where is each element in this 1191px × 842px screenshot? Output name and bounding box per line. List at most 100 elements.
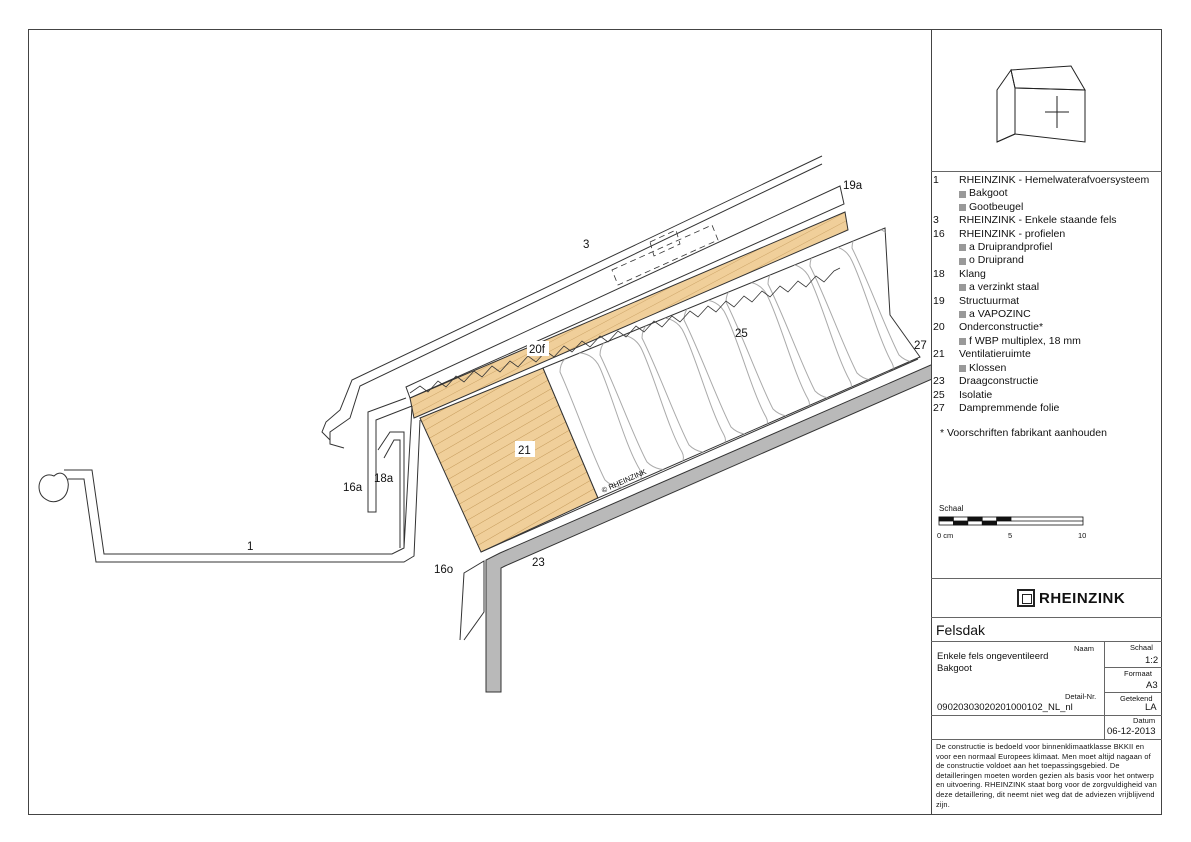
legend-subitem: f WBP multiplex, 18 mm <box>933 335 1161 348</box>
divider <box>931 715 1162 716</box>
title: Felsdak <box>936 622 986 638</box>
bullet-square-icon <box>959 190 966 198</box>
legend-subitem: a Druiprandprofiel <box>933 241 1161 254</box>
concrete-support-structure <box>485 364 931 693</box>
legend-text: Structuurmat <box>959 294 1020 307</box>
legend-subitem-text: f WBP multiplex, 18 mm <box>969 334 1081 347</box>
rheinzink-logo: RHEINZINK <box>1017 589 1125 607</box>
legend-text: RHEINZINK - Enkele staande fels <box>959 214 1117 227</box>
legend-text: Isolatie <box>959 388 993 401</box>
schaal-label: Schaal <box>1130 643 1153 652</box>
formaat-label: Formaat <box>1124 669 1152 678</box>
legend-item: 19 Structuurmat <box>933 295 1161 308</box>
divider <box>931 578 1162 579</box>
naam-label: Naam <box>1074 644 1095 653</box>
label-23: 23 <box>532 557 545 569</box>
legend-text: Dampremmende folie <box>959 401 1060 414</box>
divider <box>1104 667 1162 668</box>
divider <box>1104 692 1162 693</box>
logo-text: RHEINZINK <box>1039 589 1126 607</box>
legend-text: RHEINZINK - profielen <box>959 227 1066 240</box>
legend-number: 3 <box>933 214 939 227</box>
bullet-square-icon <box>959 284 966 292</box>
legend-subitem-text: a VAPOZINC <box>969 308 1031 321</box>
drawing-sheet-frame <box>28 29 1162 815</box>
datum-value: 06-12-2013 <box>1107 726 1156 737</box>
legend-subitem: a verzinkt staal <box>933 281 1161 294</box>
damp-barrier-foil <box>480 358 919 553</box>
drip-edge-profile-16a <box>367 397 413 548</box>
formaat-value: A3 <box>1146 680 1158 691</box>
disclaimer-text: De constructie is bedoeld voor binnenkli… <box>936 742 1157 809</box>
legend-number: 18 <box>933 267 945 280</box>
logo-mark-icon <box>1017 589 1035 607</box>
label-16o: 16o <box>434 564 453 576</box>
drawing-labels: 1 3 16a 18a 16o 19a 23 25 27 <box>247 180 927 576</box>
label-16a: 16a <box>343 482 363 494</box>
scale-tick-0: 0 cm <box>937 531 954 540</box>
legend-number: 27 <box>933 401 945 414</box>
legend-number: 1 <box>933 174 939 186</box>
name-line-1: Enkele fels ongeventileerd <box>937 651 1049 662</box>
drip-edge-16o <box>459 560 485 641</box>
zinc-standing-seam-3 <box>321 155 823 449</box>
scale-tick-10: 10 <box>1078 531 1087 540</box>
bullet-square-icon <box>959 204 966 212</box>
label-18a: 18a <box>374 473 394 485</box>
sheathing-board-20f <box>409 211 849 419</box>
legend-item: 16 RHEINZINK - profielen <box>933 228 1161 241</box>
bullet-square-icon <box>959 338 966 346</box>
legend-number: 16 <box>933 227 945 240</box>
datum-label: Datum <box>1133 716 1156 725</box>
scale-bar-label: Schaal <box>939 504 964 513</box>
label-3: 3 <box>583 239 589 251</box>
legend-text: Onderconstructie* <box>959 321 1044 334</box>
legend-subitem-text: a verzinkt staal <box>969 281 1040 294</box>
legend-subitem: Klossen <box>933 362 1161 375</box>
scale-bar <box>938 516 1084 526</box>
legend-subitem-text: Bakgoot <box>969 187 1008 200</box>
getekend-value: LA <box>1145 702 1157 713</box>
legend-text: Ventilatieruimte <box>959 348 1031 361</box>
bullet-square-icon <box>959 311 966 319</box>
legend-number: 19 <box>933 294 945 307</box>
divider <box>931 617 1162 618</box>
legend-subitem: a VAPOZINC <box>933 308 1161 321</box>
legend-number: 25 <box>933 388 945 401</box>
legend-text: RHEINZINK - Hemelwaterafvoersysteem <box>959 174 1150 186</box>
legend-text: Klang <box>959 267 986 280</box>
legend-subitem-text: a Druiprandprofiel <box>969 241 1053 254</box>
side-panel <box>931 29 1162 815</box>
schaal-value: 1:2 <box>1145 655 1159 666</box>
label-25: 25 <box>735 328 748 340</box>
legend-subitem-text: Klossen <box>969 361 1007 374</box>
roof-detail-drawing: © RHEINZINK 1 3 16a 18a 16o 19a 23 <box>38 155 931 693</box>
note-text: * Voorschriften fabrikant aanhouden <box>940 427 1107 439</box>
detail-label: Detail-Nr. <box>1065 692 1097 701</box>
legend-item: 20 Onderconstructie* <box>933 321 1161 334</box>
legend-item: 3 RHEINZINK - Enkele staande fels <box>933 214 1161 227</box>
house-icon <box>996 65 1086 143</box>
legend-item: 27 Dampremmende folie <box>933 402 1161 415</box>
insulation-layer: © RHEINZINK <box>542 227 921 499</box>
legend-subitem-text: Gootbeugel <box>969 200 1024 213</box>
divider <box>931 641 1162 642</box>
name-line-2: Bakgoot <box>937 663 972 674</box>
divider <box>931 739 1162 740</box>
legend-subitem: o Druiprand <box>933 254 1161 267</box>
legend-subitem-text: o Druiprand <box>969 254 1024 267</box>
divider <box>931 171 1162 172</box>
scale-tick-5: 5 <box>1008 531 1013 540</box>
legend-number: 23 <box>933 375 945 388</box>
label-27: 27 <box>914 340 927 352</box>
legend-number: 20 <box>933 321 945 334</box>
structure-mat-19a <box>405 185 845 399</box>
bullet-square-icon <box>959 364 966 372</box>
divider <box>1104 641 1105 739</box>
legend-item: 1 RHEINZINK - Hemelwaterafvoersysteem <box>933 174 1161 187</box>
label-1: 1 <box>247 541 253 553</box>
legend-item: 25 Isolatie <box>933 389 1161 402</box>
